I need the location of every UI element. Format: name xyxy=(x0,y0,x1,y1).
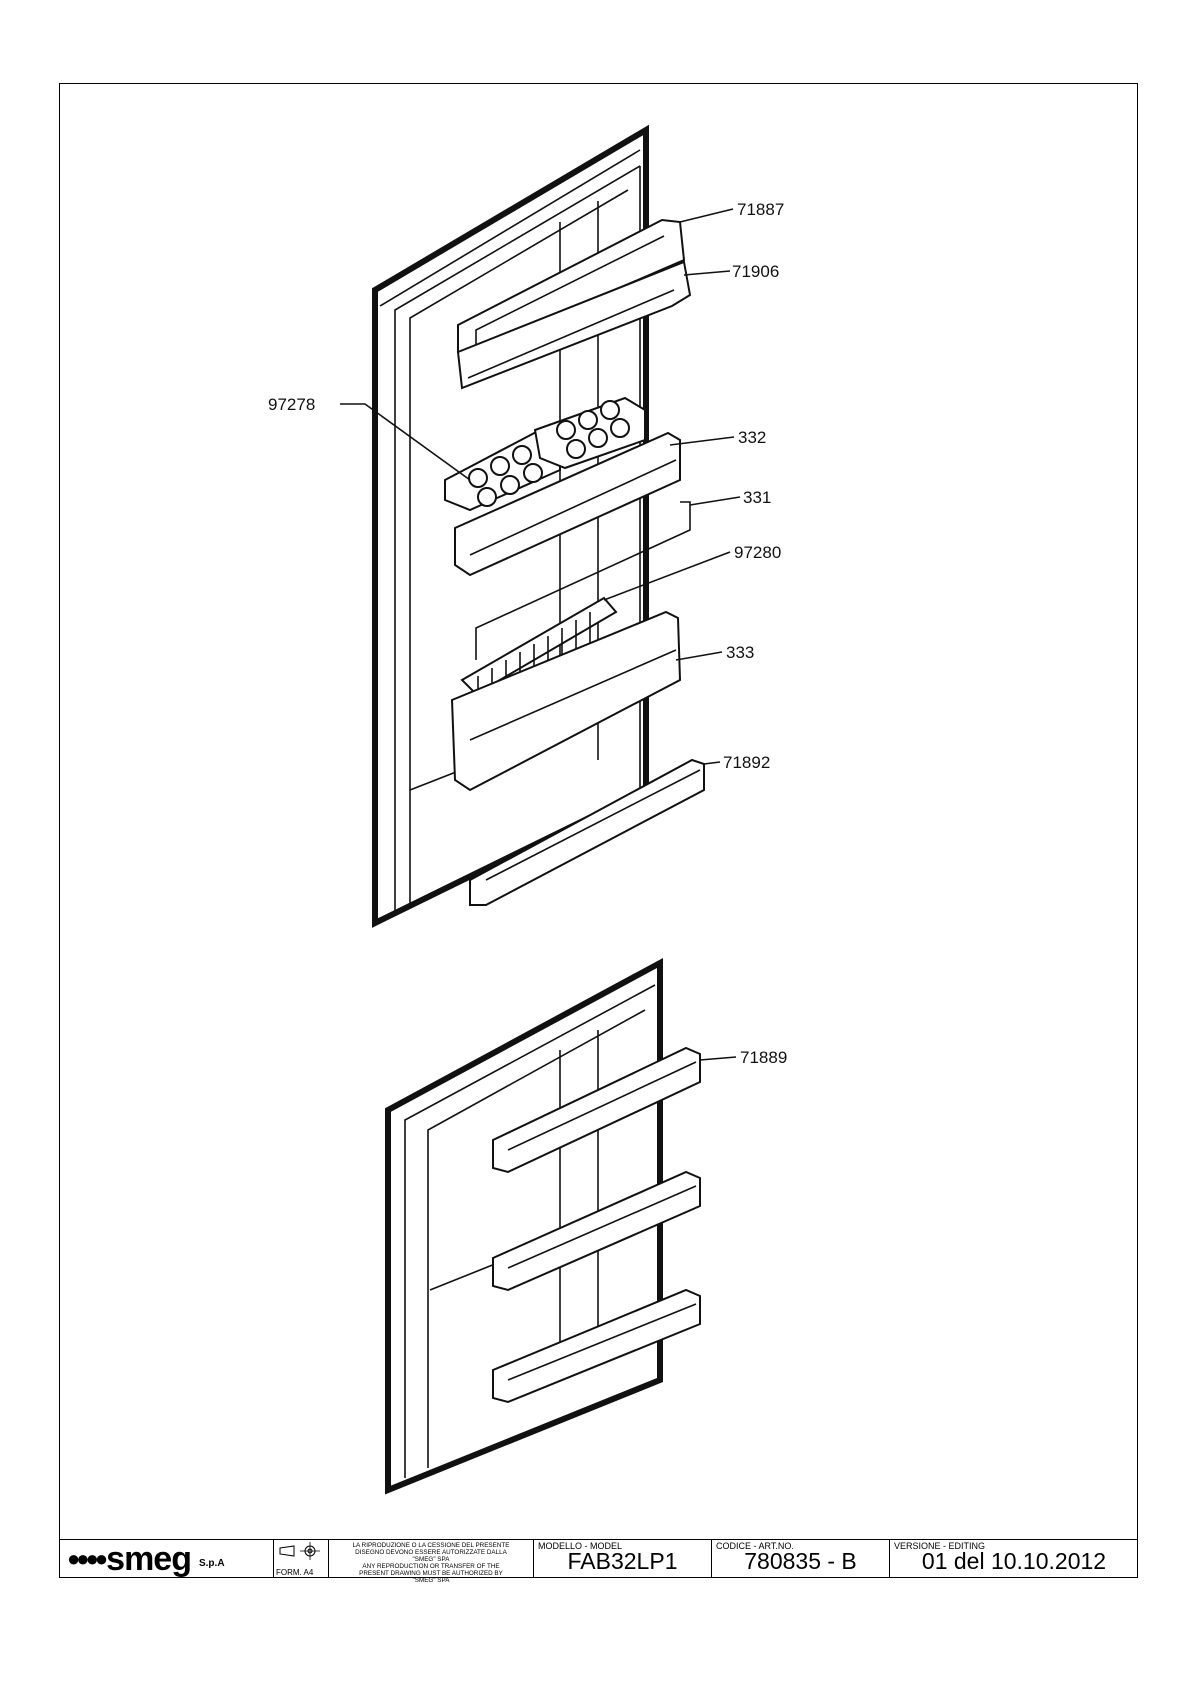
part-71906-bin-cover xyxy=(456,260,692,390)
brand-name: smeg xyxy=(106,1540,192,1578)
projection-symbol-icon xyxy=(279,1542,320,1560)
version-caption: VERSIONE - EDITING xyxy=(894,1541,986,1551)
callout-71887: 71887 xyxy=(737,200,784,219)
model-cell: MODELLO - MODEL FAB32LP1 xyxy=(534,1540,712,1578)
part-71892-bottom-shelf xyxy=(469,758,705,906)
code-caption: CODICE - ART.NO. xyxy=(716,1541,794,1551)
callout-71906: 71906 xyxy=(732,262,779,281)
notice-line: PRESENT DRAWING MUST BE AUTHORIZED BY xyxy=(359,1570,503,1577)
callout-97280: 97280 xyxy=(734,543,781,562)
notice-line: DISEGNO DEVONO ESSERE AUTORIZZATE DALLA xyxy=(355,1549,507,1556)
version-value: 01 del 10.10.2012 xyxy=(921,1548,1107,1574)
code-value: 780835 - B xyxy=(744,1548,857,1574)
callout-331: 331 xyxy=(743,488,771,507)
drawing-frame xyxy=(59,83,1138,1578)
part-71889-freezer-bins xyxy=(492,1046,701,1404)
notice-line: ANY REPRODUCTION OR TRANSFER OF THE xyxy=(362,1563,500,1570)
leader-lines xyxy=(340,208,741,1061)
projection-symbol-cell: FORM. A4 xyxy=(274,1540,329,1578)
lower-door xyxy=(385,957,663,1495)
copyright-notice: LA RIPRODUZIONE O LA CESSIONE DEL PRESEN… xyxy=(329,1540,534,1584)
model-caption: MODELLO - MODEL xyxy=(538,1541,623,1551)
brand-logo: ●●●● smeg S.p.A xyxy=(59,1540,274,1578)
brand-suffix: S.p.A xyxy=(198,1557,225,1569)
callout-71889: 71889 xyxy=(740,1048,787,1067)
logo-dots-icon: ●●●● xyxy=(67,1546,108,1571)
part-332-shelf xyxy=(454,431,681,577)
callout-97278: 97278 xyxy=(268,395,315,414)
notice-line: "SMEG" SPA xyxy=(412,1577,450,1584)
part-97278-egg-trays xyxy=(444,396,646,512)
model-value: FAB32LP1 xyxy=(567,1548,678,1574)
notice-line: "SMEG" SPA xyxy=(412,1556,450,1563)
format-label: FORM. A4 xyxy=(276,1568,314,1577)
part-333-lower-bin xyxy=(450,610,682,792)
code-cell: CODICE - ART.NO. 780835 - B xyxy=(712,1540,890,1578)
notice-line: LA RIPRODUZIONE O LA CESSIONE DEL PRESEN… xyxy=(352,1542,510,1549)
callout-332: 332 xyxy=(738,428,766,447)
part-331-rail xyxy=(475,501,691,660)
version-cell: VERSIONE - EDITING 01 del 10.10.2012 xyxy=(890,1540,1138,1578)
part-97280-bottle-retainer xyxy=(460,596,618,700)
callout-71892: 71892 xyxy=(723,753,770,772)
callout-333: 333 xyxy=(726,643,754,662)
title-block: ●●●● smeg S.p.A FORM. A4 LA RIPRODUZIONE… xyxy=(59,1539,1138,1584)
